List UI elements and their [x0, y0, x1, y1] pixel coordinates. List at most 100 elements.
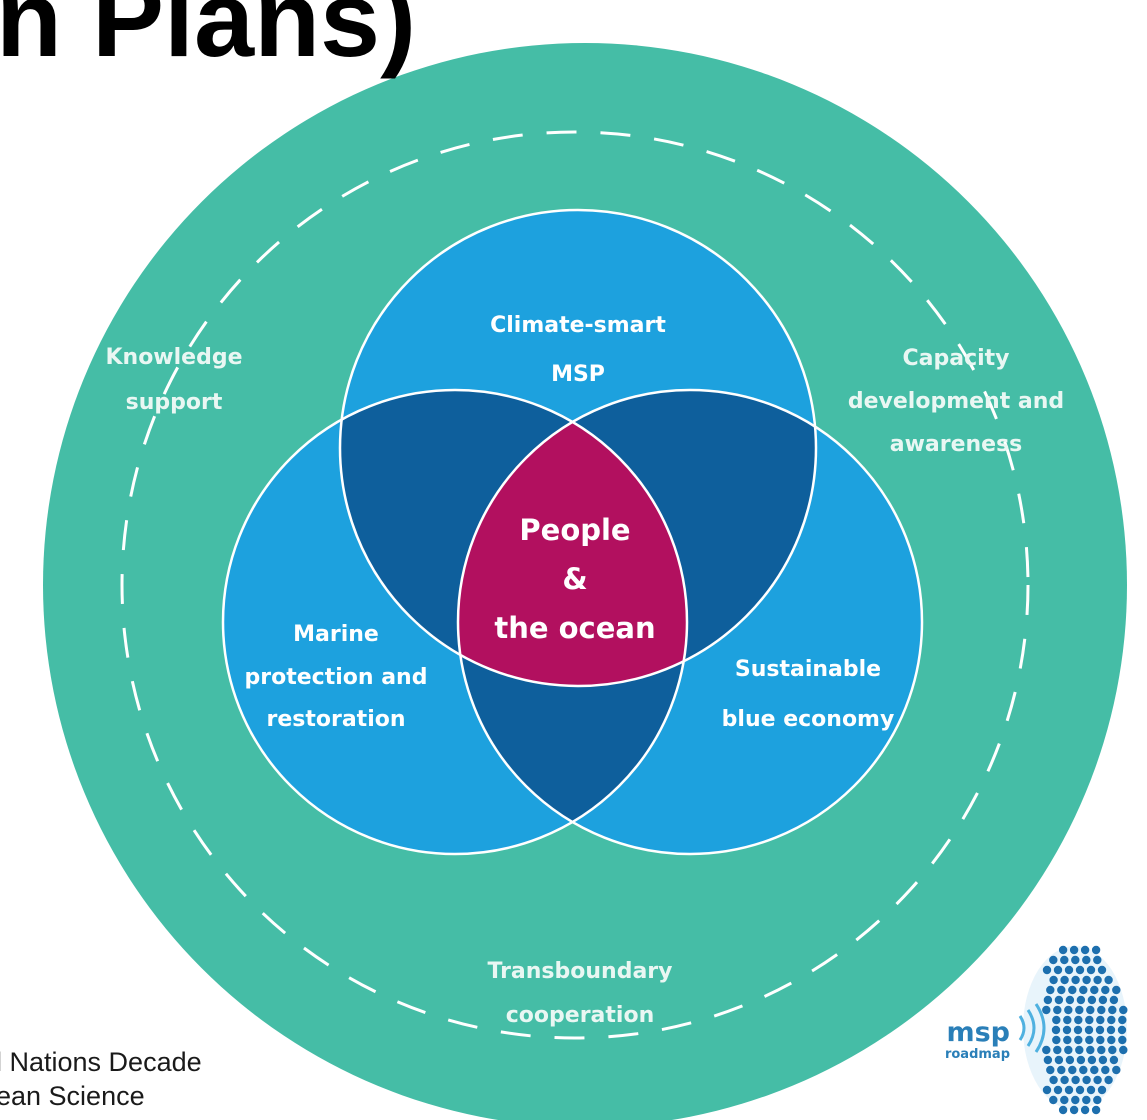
label-left-line2: protection and [245, 665, 428, 690]
logo-dot [1064, 1005, 1073, 1015]
ring-label-right-line2: development and [848, 389, 1064, 414]
logo-dot [1075, 1045, 1084, 1055]
logo-dot [1119, 1005, 1128, 1015]
logo-dot [1101, 985, 1110, 995]
logo-dot [1053, 1085, 1063, 1095]
logo-dot [1107, 1015, 1116, 1025]
logo-dot [1118, 1015, 1127, 1025]
logo-dot [1071, 1095, 1080, 1105]
logo-dot [1053, 1045, 1062, 1055]
label-center-line2: & [562, 562, 587, 596]
logo-dot [1053, 965, 1063, 975]
ring-label-right-line3: awareness [890, 432, 1023, 457]
logo-dot [1060, 1095, 1069, 1105]
logo-dot [1098, 995, 1108, 1005]
logo-dot [1049, 975, 1058, 985]
page-title: n Plans) [0, 0, 416, 79]
logo-dot [1051, 1025, 1061, 1035]
logo-dot [1090, 1065, 1099, 1075]
logo-dot [1097, 1045, 1106, 1055]
logo-dot [1049, 955, 1058, 965]
logo-dot [1060, 975, 1069, 985]
logo-dot [1112, 1065, 1121, 1075]
logo-dot [1118, 1035, 1127, 1045]
label-top-line1: Climate-smart [490, 313, 666, 338]
ring-label-bottom-line1: Transboundary [487, 959, 672, 984]
logo-dot [1053, 1005, 1062, 1015]
logo-dot [1046, 1065, 1055, 1075]
logo-dot [1065, 995, 1075, 1005]
logo-dot [1082, 1095, 1091, 1105]
logo-dot [1108, 1045, 1117, 1055]
logo-dot [1119, 1045, 1128, 1055]
logo-dot [1109, 995, 1119, 1005]
logo-dot [1087, 995, 1097, 1005]
center-overlap [458, 390, 687, 686]
logo-dot [1104, 975, 1113, 985]
ring-label-bottom-line2: cooperation [506, 1003, 654, 1028]
ring-label-left-line2: support [126, 390, 223, 415]
label-left-line3: restoration [266, 707, 405, 732]
logo-dot [1101, 1065, 1110, 1075]
label-left-line1: Marine [293, 622, 379, 647]
logo-dot [1093, 975, 1102, 985]
logo-dot [1091, 945, 1101, 955]
logo-dot [1106, 1025, 1116, 1035]
logo-dot [1042, 965, 1052, 975]
logo-dot [1095, 1025, 1105, 1035]
logo-dot [1071, 1075, 1080, 1085]
logo-dot [1098, 1055, 1108, 1065]
logo-dot [1082, 975, 1091, 985]
logo-dot [1082, 955, 1091, 965]
logo-dot [1107, 1035, 1116, 1045]
logo-dot [1071, 955, 1080, 965]
logo-dot [1093, 1095, 1102, 1105]
logo-sub: roadmap [945, 1047, 1010, 1062]
logo-dot [1057, 985, 1066, 995]
label-right-line1: Sustainable [735, 657, 881, 682]
logo-dot [1049, 1075, 1058, 1085]
logo-dot [1043, 995, 1053, 1005]
footer-line2: ean Science [0, 1081, 145, 1111]
logo-dot [1042, 1045, 1051, 1055]
logo-dot [1087, 1055, 1097, 1065]
logo-dot [1058, 945, 1068, 955]
outline-left [221, 388, 689, 856]
logo-dot [1060, 955, 1069, 965]
logo-dot [1075, 1005, 1084, 1015]
logo-dot [1076, 995, 1086, 1005]
logo-dot [1082, 1075, 1091, 1085]
footer-line1: l Nations Decade [0, 1047, 202, 1077]
logo-dot [1064, 965, 1074, 975]
logo-dot [1097, 965, 1107, 975]
logo-dot [1073, 1025, 1083, 1035]
logo-dot [1076, 1055, 1086, 1065]
logo-dot [1079, 1065, 1088, 1075]
logo-dot [1108, 1005, 1117, 1015]
logo-dot [1046, 985, 1055, 995]
logo-dot [1049, 1095, 1058, 1105]
outline-top [338, 208, 818, 688]
logo-dot [1063, 1015, 1072, 1025]
logo-dot [1096, 1015, 1105, 1025]
logo-dot [1074, 1015, 1083, 1025]
logo-dot [1091, 1105, 1101, 1115]
logo-dot [1042, 1005, 1051, 1015]
label-right-line2: blue economy [722, 707, 895, 732]
label-center-line3: the ocean [494, 611, 655, 645]
logo-dot [1069, 1105, 1079, 1115]
logo-dot [1090, 985, 1099, 995]
logo-name: msp [946, 1017, 1010, 1048]
logo-dot [1062, 1025, 1072, 1035]
logo-dot [1074, 1035, 1083, 1045]
logo-dot [1042, 1085, 1052, 1095]
logo-dot [1064, 1045, 1073, 1055]
ring-label-right-line1: Capacity [902, 346, 1009, 371]
logo-dot [1117, 1025, 1127, 1035]
logo-dot [1075, 965, 1085, 975]
logo-dot [1068, 1065, 1077, 1075]
logo-dot [1071, 975, 1080, 985]
logo-dot [1109, 1055, 1119, 1065]
logo-dot [1069, 945, 1079, 955]
ring-label-left-line1: Knowledge [105, 345, 242, 370]
